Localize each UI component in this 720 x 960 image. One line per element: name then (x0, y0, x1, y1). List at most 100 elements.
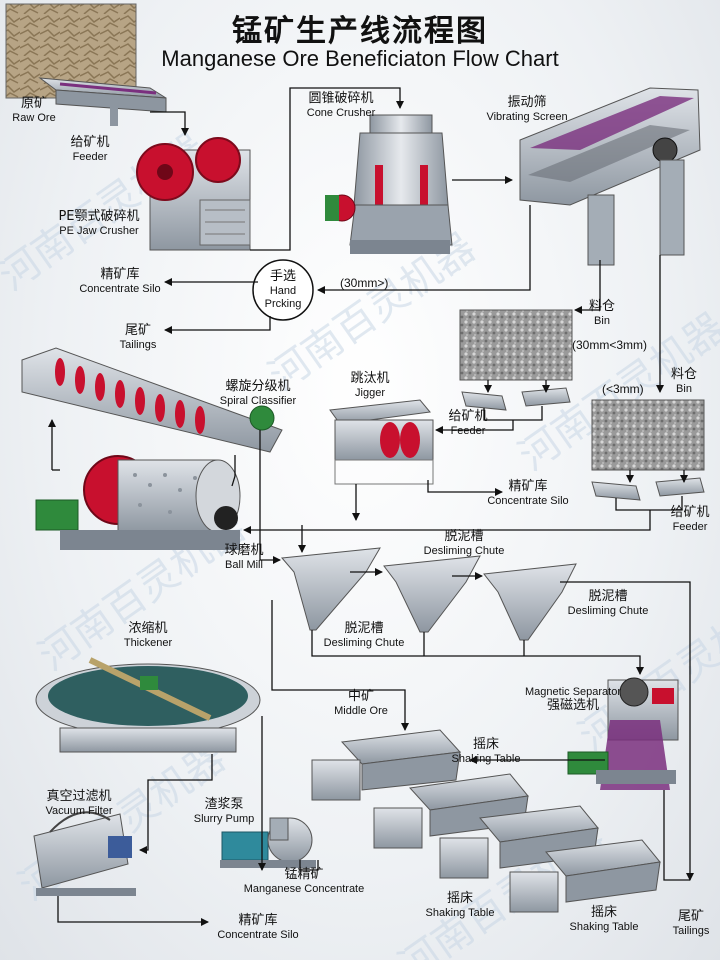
label-en: Feeder (72, 150, 108, 163)
label-slurry-pump: 渣浆泵 Slurry Pump (186, 797, 262, 826)
label-en: Ball Mill (225, 558, 263, 571)
label-shaking-table-2: 摇床 Shaking Table (418, 891, 502, 920)
desliming-chute-2 (383, 555, 481, 633)
label-en: Shaking Table (425, 906, 495, 919)
label-zh: 摇床 (590, 905, 617, 920)
label-en: Desliming Chute (323, 636, 405, 649)
vacuum-filter-machine (33, 811, 136, 896)
label-en: Vibrating Screen (486, 110, 568, 123)
label-zh: 脱泥槽 (444, 529, 484, 544)
label-concentrate-silo-3: 精矿库 Concentrate Silo (208, 913, 308, 942)
label-desliming-chute-2: 脱泥槽 Desliming Chute (558, 589, 658, 618)
label-en: PE Jaw Crusher (59, 224, 139, 237)
label-zh: 给矿机 (70, 135, 110, 150)
label-en: Shaking Table (569, 920, 639, 933)
label-en: Desliming Chute (423, 544, 505, 557)
label-en: Concentrate Silo (79, 282, 161, 295)
label-spiral-classifier: 螺旋分级机 Spiral Classifier (208, 379, 308, 408)
label-jigger: 跳汰机 Jigger (342, 371, 398, 400)
label-zh: 脱泥槽 (344, 621, 384, 636)
label-en: Manganese Concentrate (243, 882, 365, 895)
label-zh: 手选 (269, 269, 296, 284)
label-en: Concentrate Silo (487, 494, 569, 507)
label-zh: 料仓 (588, 299, 615, 314)
label-bin-2: 料仓 Bin (664, 367, 704, 396)
label-zh: 精矿库 (238, 913, 278, 928)
label-zh: 脱泥槽 (588, 589, 628, 604)
label-zh: 给矿机 (670, 505, 710, 520)
magnetic-separator-machine (567, 677, 679, 790)
cone-crusher-machine (325, 114, 453, 254)
hand-picking-node (252, 259, 314, 321)
label-en: Tailings (672, 924, 710, 937)
label-feeder-1: 给矿机 Feeder (60, 135, 120, 164)
label-zh: 跳汰机 (350, 371, 390, 386)
label-en: Vacuum Filter (45, 804, 113, 817)
mesh-range-3-30: (30mm<3mm) (572, 338, 648, 352)
label-zh: 球磨机 (224, 543, 264, 558)
title-chinese: 锰矿生产线流程图 (232, 14, 488, 49)
ball-mill-machine (35, 455, 241, 550)
label-manganese-concentrate: 锰精矿 Manganese Concentrate (214, 867, 394, 896)
label-en: Desliming Chute (567, 604, 649, 617)
label-magnetic-separator: Magnetic Separator 强磁选机 (498, 686, 648, 714)
label-en: Jigger (355, 386, 385, 399)
label-vacuum-filter: 真空过滤机 Vacuum Filter (34, 789, 124, 818)
shaking-table-3 (439, 805, 599, 879)
label-shaking-table-3: 摇床 Shaking Table (562, 905, 646, 934)
label-zh: 强磁选机 (546, 697, 599, 713)
bin-2-gravel (591, 399, 705, 471)
label-ball-mill: 球磨机 Ball Mill (214, 543, 274, 572)
label-zh: 精矿库 (100, 267, 140, 282)
label-concentrate-silo-1: 精矿库 Concentrate Silo (72, 267, 168, 296)
label-zh: 螺旋分级机 (225, 379, 291, 394)
bin-1-gravel (459, 309, 573, 381)
label-concentrate-silo-2: 精矿库 Concentrate Silo (478, 479, 578, 508)
label-zh: 尾矿 (677, 909, 704, 924)
label-zh: 尾矿 (124, 323, 151, 338)
jigger-machine (329, 399, 434, 485)
label-zh: 料仓 (670, 367, 697, 382)
label-zh: 精矿库 (508, 479, 548, 494)
label-desliming-chute-1: 脱泥槽 Desliming Chute (414, 529, 514, 558)
label-en: Feeder (450, 424, 486, 437)
label-raw-ore: 原矿 Raw Ore (4, 96, 64, 125)
label-en-line2: Prcking (264, 297, 302, 310)
label-en: Thickener (123, 636, 173, 649)
label-en: Tailings (119, 338, 157, 351)
label-zh: 摇床 (472, 737, 499, 752)
label-zh: 振动筛 (507, 95, 547, 110)
label-middle-ore: 中矿 Middle Ore (326, 689, 396, 718)
jaw-crusher-machine (136, 137, 251, 251)
label-en: Raw Ore (12, 111, 56, 124)
desliming-chute-1 (280, 547, 381, 631)
mesh-under-3: (<3mm) (602, 382, 644, 396)
label-en: Slurry Pump (193, 812, 255, 825)
title-english: Manganese Ore Beneficiaton Flow Chart (161, 46, 559, 71)
label-en: Concentrate Silo (217, 928, 299, 941)
label-zh: 浓缩机 (128, 621, 168, 636)
label-zh: 锰精矿 (284, 867, 324, 882)
vibrating-screen-machine (519, 87, 701, 266)
label-desliming-chute-3: 脱泥槽 Desliming Chute (314, 621, 414, 650)
label-en: Bin (676, 382, 692, 395)
shaking-table-1 (311, 729, 462, 801)
label-zh: 中矿 (347, 689, 374, 704)
label-en: Hand (269, 284, 297, 297)
label-zh: 真空过滤机 (46, 789, 112, 804)
label-thickener: 浓缩机 Thickener (116, 621, 180, 650)
label-tailings-1: 尾矿 Tailings (112, 323, 164, 352)
spiral-classifier-machine (21, 347, 283, 453)
label-en: Spiral Classifier (219, 394, 297, 407)
label-en: Shaking Table (451, 752, 521, 765)
label-vibrating-screen: 振动筛 Vibrating Screen (472, 95, 582, 124)
label-bin-1: 料仓 Bin (582, 299, 622, 328)
label-en: Cone Crusher (306, 106, 376, 119)
label-zh: 圆锥破碎机 (308, 91, 374, 106)
bin-1-feeders (461, 387, 571, 411)
mesh-over-30: (30mm>) (340, 276, 389, 290)
label-shaking-table-1: 摇床 Shaking Table (444, 737, 528, 766)
label-tailings-2: 尾矿 Tailings (664, 909, 718, 938)
label-hand-picking: 手选 Hand Prcking (253, 269, 313, 310)
